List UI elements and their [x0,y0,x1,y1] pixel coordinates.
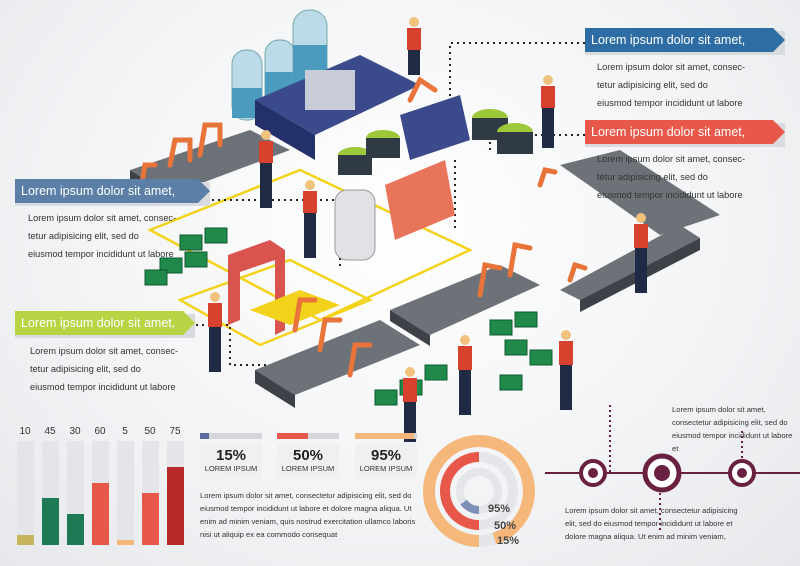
donut-label-95: 95% [488,503,511,515]
banner-top-right: Lorem ipsum dolor sit amet, [585,28,785,52]
stat-bar-1 [200,433,262,439]
ore-bins [338,109,533,175]
stat-value: 50% [292,447,324,464]
text-block-mid-left: Lorem ipsum dolor sit amet, consec-tetur… [28,213,177,259]
storage-tanks [231,9,376,261]
bar-value-label: 5 [122,426,128,437]
donut-label-15: 15% [497,535,520,547]
donut-arc [440,452,480,530]
robotic-arms [137,76,588,378]
bar-track [142,441,159,545]
banner-bottom-left: Lorem ipsum dolor sit amet, [15,311,195,335]
donut-arc [460,499,480,514]
bar-value-label: 30 [69,426,81,437]
bar-fill [67,513,84,545]
bar-track [67,441,84,545]
stat-bar-fill [355,433,414,439]
donut-arc [423,435,535,547]
bar-value-label: 50 [144,426,156,437]
stat-value: 95% [370,447,402,464]
gate-arch [228,240,340,335]
floor-guidelines [147,168,473,347]
stat-bar-2 [277,433,339,439]
stat-label: LOREM IPSUM [359,464,413,473]
bar-track [17,441,34,545]
bar-track [167,441,184,545]
timeline [545,405,800,530]
stat-bar-3 [355,433,417,439]
bar-value-label: 10 [19,426,31,437]
stat-box-50: 50% LOREM IPSUM [277,443,339,478]
processing-machine [255,55,470,240]
stat-box-15: 15% LOREM IPSUM [200,443,262,478]
bottom-description: Lorem ipsum dolor sit amet, consectetur … [200,491,416,539]
bar-fill [17,534,34,545]
text-block-mid-right: Lorem ipsum dolor sit amet, consec-tetur… [597,154,746,200]
stat-bar-fill [200,433,210,439]
stat-label: LOREM IPSUM [204,464,258,473]
bar-value-label: 45 [44,426,56,437]
bar-fill [142,493,159,545]
bar-fill [117,539,134,545]
bar-fill [42,498,59,545]
radial-progress-chart [423,435,535,547]
stat-value: 15% [215,447,247,464]
banner-mid-right: Lorem ipsum dolor sit amet, [585,120,785,144]
stat-bar-fill [277,433,308,439]
timeline-text-top: Lorem ipsum dolor sit amet,consectetur a… [672,405,793,453]
bar-track [92,441,109,545]
stat-box-95: 95% LOREM IPSUM [355,443,417,478]
text-block-top-right: Lorem ipsum dolor sit amet, consec-tetur… [597,62,746,108]
bar-fill [167,467,184,545]
bar-track [42,441,59,545]
donut-label-50: 50% [494,520,517,532]
bar-fill [92,482,109,545]
bar-value-label: 75 [169,426,181,437]
bar-value-label: 60 [94,426,106,437]
stat-label: LOREM IPSUM [281,464,335,473]
bar-track [117,441,134,545]
banner-mid-left: Lorem ipsum dolor sit amet, [15,179,210,203]
text-block-bottom-left: Lorem ipsum dolor sit amet, consec-tetur… [30,346,179,392]
timeline-text-bottom: Lorem ipsum dolor sit amet, consectetur … [565,506,738,541]
workers [208,17,648,442]
